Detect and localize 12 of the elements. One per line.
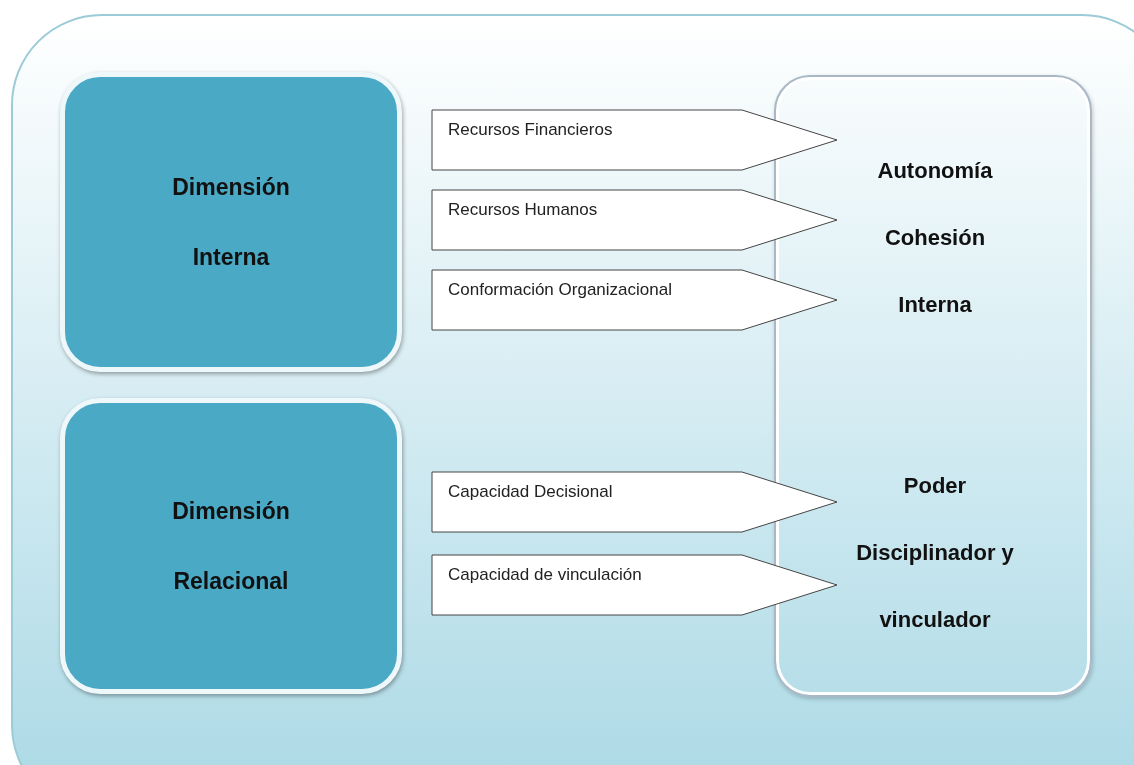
node-label: Capacidad de vinculación [448, 565, 642, 585]
node-label: Dimensión Relacional [171, 497, 291, 596]
node-label: Autonomía Cohesión Interna [876, 157, 994, 319]
result-box [774, 75, 1092, 697]
node-label: Capacidad Decisional [448, 482, 613, 502]
node-label: Conformación Organizacional [448, 280, 672, 300]
dimension-box [60, 398, 402, 694]
node-label: Dimensión Interna [171, 173, 291, 272]
node-label: Recursos Financieros [448, 120, 613, 140]
node-label: Recursos Humanos [448, 200, 598, 220]
dimension-box [60, 72, 402, 372]
node-label: Poder Disciplinador y vinculador [855, 472, 1015, 634]
